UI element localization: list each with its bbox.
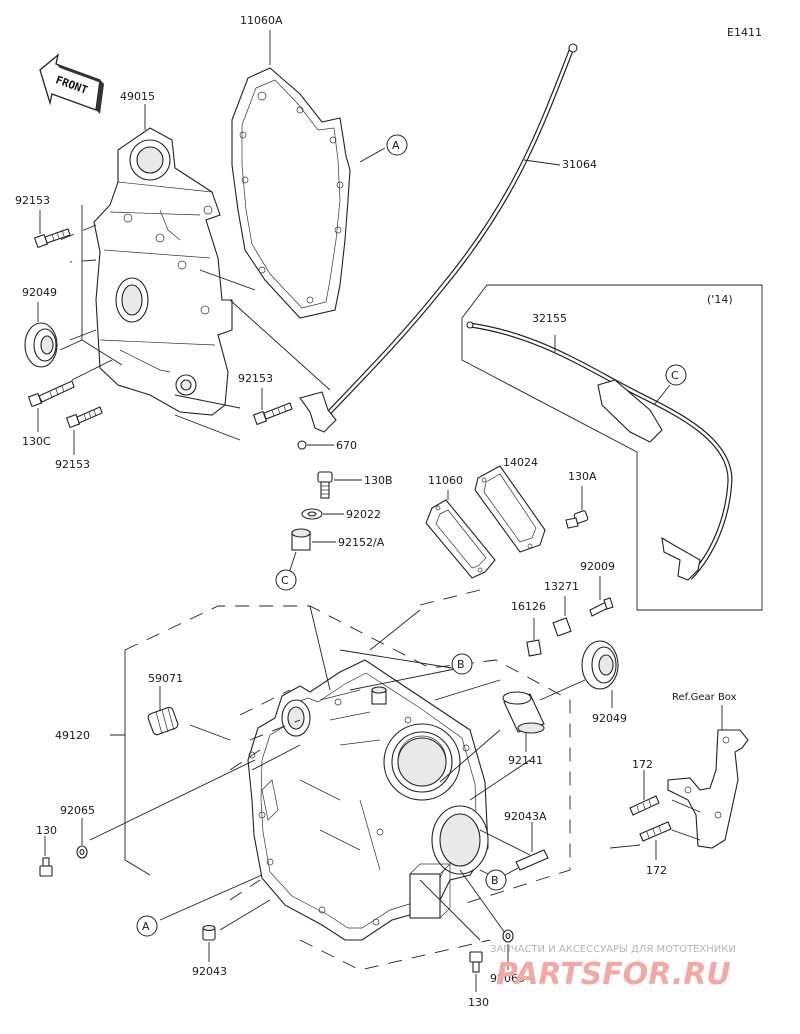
label-92153-mid: 92153 [238,372,273,385]
bolt-130B [317,471,333,499]
year-note: ('14) [707,293,733,306]
label-59071: 59071 [148,672,183,685]
oil-seal-92049-upper [24,322,58,368]
callout-b-upper-letter: B [457,658,465,671]
label-670: 670 [336,439,357,452]
label-130-left: 130 [36,824,57,837]
stud-172-upper [629,795,660,816]
callout-b-upper [451,653,473,675]
watermark-logo: PARTSFOR.RU [496,957,731,992]
label-14024: 14024 [503,456,538,469]
washer-92065-lower [502,929,514,943]
callout-c-upper-letter: C [671,369,679,382]
label-92141: 92141 [508,754,543,767]
bolt-130-left [39,857,53,877]
callout-b-lower-group: B [485,869,507,891]
label-92065-left: 92065 [60,804,95,817]
oil-seal-92049-lower [581,640,619,690]
label-92043: 92043 [192,965,227,978]
callout-a-lower [136,915,158,937]
callout-a-lower-letter: A [142,920,150,933]
ref-gear-box-label: Ref.Gear Box [672,692,737,703]
callout-a-upper-letter: A [392,139,400,152]
bearing-92141 [502,691,545,734]
callout-a-lower-group: A [136,915,158,937]
label-13271: 13271 [544,580,579,593]
label-92049-lower: 92049 [592,712,627,725]
label-172-upper: 172 [632,758,653,771]
stud-172-lower [639,821,672,842]
label-130A: 130A [568,470,597,483]
washer-92065-left [76,845,88,859]
bolt-92153-lower [65,406,103,429]
callout-b-upper-group: B [451,653,473,675]
dipstick-32155 [466,321,733,581]
bolt-92153-upper [33,228,71,249]
callout-b-lower [485,869,507,891]
callout-b-lower-letter: B [491,874,499,887]
collar-92152A [291,528,311,551]
label-92152A: 92152/A [338,536,385,549]
pin-92043A [515,849,549,871]
label-92009: 92009 [580,560,615,573]
gasket-11060 [425,499,496,579]
gear-box-bracket [667,729,749,849]
plug-13271 [552,617,572,637]
label-92065-lower: 92065 [490,972,525,985]
label-11060A: 11060A [240,14,283,27]
washer-92022 [301,508,323,520]
callout-a-upper [386,134,408,156]
callout-c-lower [275,569,297,591]
dipstick-31064 [299,43,578,433]
year-2014-frame [461,284,763,611]
crankcase-cover-49120 [247,659,489,941]
bolt-130A [565,510,589,529]
callout-c-upper [665,364,687,386]
diagram-code: E1411 [727,26,762,39]
label-49015: 49015 [120,90,155,103]
label-130C: 130C [22,435,51,448]
label-16126: 16126 [511,600,546,613]
bolt-92153-mid [252,402,293,426]
dowel-92043 [202,924,216,941]
callout-c-lower-letter: C [281,574,289,587]
label-31064: 31064 [562,158,597,171]
pin-16126 [526,639,542,657]
front-arrow-icon: FRONT [39,53,104,114]
label-92153-lower: 92153 [55,458,90,471]
label-32155: 32155 [532,312,567,325]
o-ring-670 [297,440,307,450]
label-130-lower: 130 [468,996,489,1009]
label-92043A: 92043A [504,810,547,823]
label-172-lower: 172 [646,864,667,877]
bolt-130-lower [469,951,483,973]
label-11060: 11060 [428,474,463,487]
watermark-tagline: ЗАПЧАСТИ И АКСЕССУАРЫ ДЛЯ МОТОТЕХНИКИ [490,944,736,955]
label-49120: 49120 [55,729,90,742]
label-130B: 130B [364,474,393,487]
gasket-11060A [231,67,351,319]
breather-59071 [147,706,179,736]
screw-92009 [589,597,614,617]
label-92049-upper: 92049 [22,286,57,299]
timing-cover-49015 [93,127,233,416]
bolt-130C [27,380,75,408]
cover-14024 [474,465,546,553]
label-92022: 92022 [346,508,381,521]
label-92153-upper: 92153 [15,194,50,207]
